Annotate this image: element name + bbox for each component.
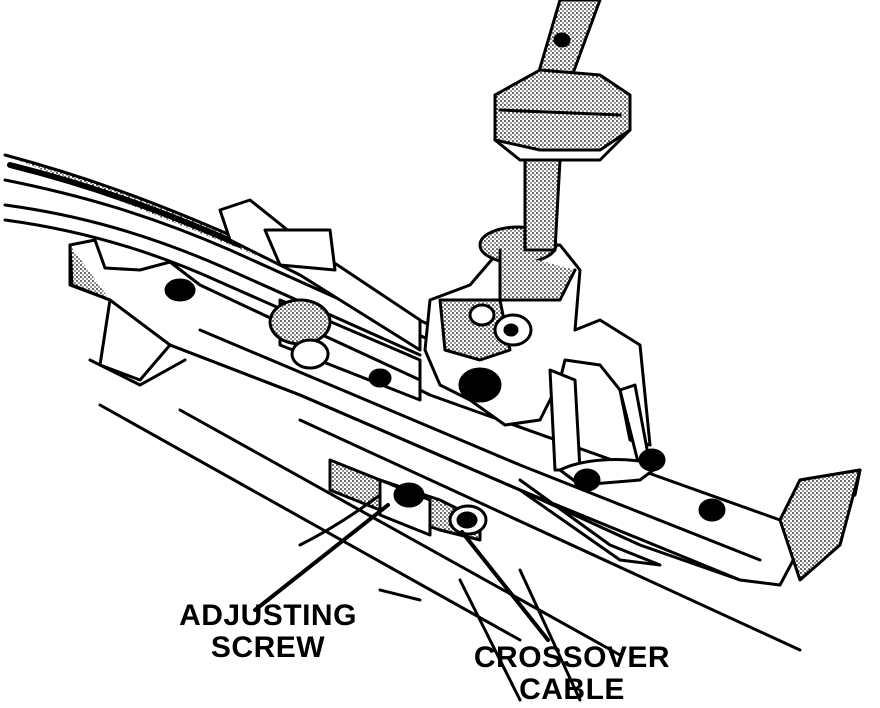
callout-crossover-cable: CROSSOVER CABLE: [462, 642, 682, 706]
callout-crossover-cable-line-1: CROSSOVER: [473, 641, 671, 674]
callout-adjusting-screw-line-2: SCREW: [210, 631, 326, 664]
leader-lines: [253, 503, 550, 642]
shift-rails: [164, 198, 422, 402]
floor-lines: [98, 403, 802, 702]
shifter-base-channel: [68, 238, 862, 587]
callout-adjusting-screw: ADJUSTING SCREW: [168, 600, 368, 664]
crossover-cable-assembly: [298, 458, 662, 567]
shift-lever: [493, 0, 632, 252]
callout-crossover-cable-line-2: CABLE: [519, 673, 625, 706]
callout-adjusting-screw-line-1: ADJUSTING: [179, 599, 357, 632]
